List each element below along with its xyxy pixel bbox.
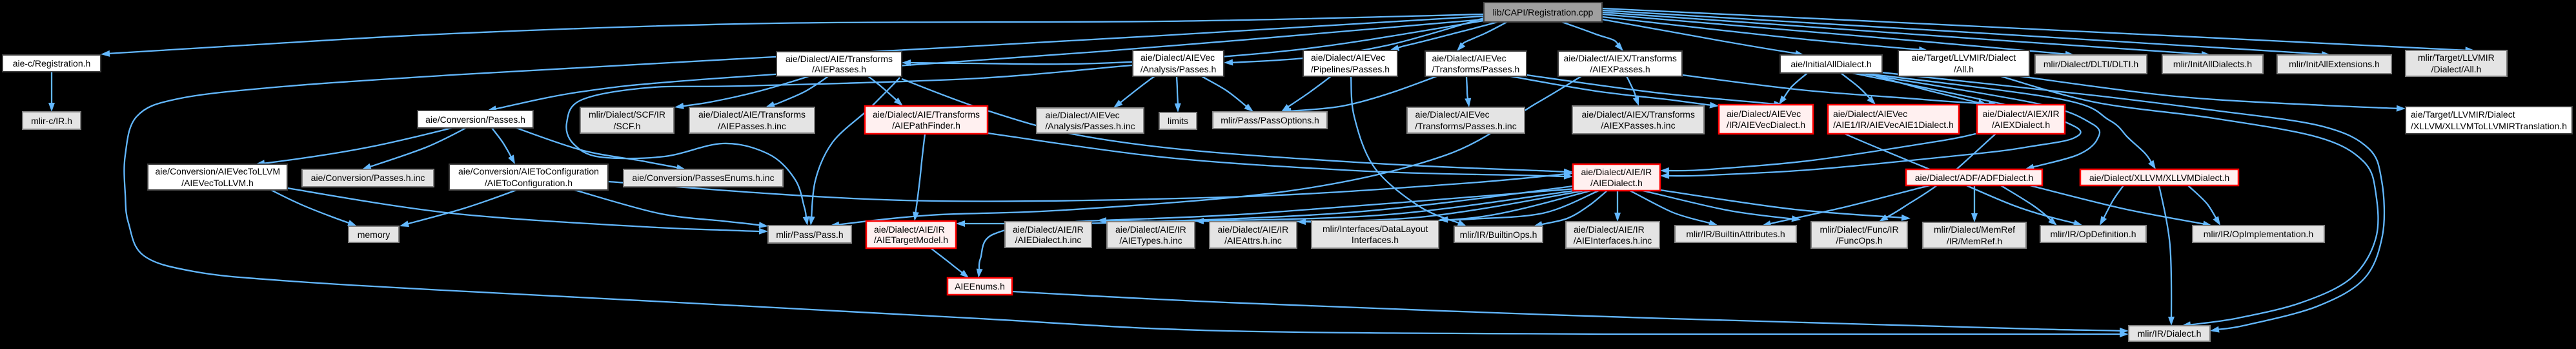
svg-text:/AIEPasses.h: /AIEPasses.h <box>812 64 866 74</box>
svg-text:mlir/IR/BuiltinOps.h: mlir/IR/BuiltinOps.h <box>1460 229 1537 240</box>
svg-text:mlir/IR/OpImplementation.h: mlir/IR/OpImplementation.h <box>2204 229 2313 239</box>
svg-text:mlir/Target/LLVMIR: mlir/Target/LLVMIR <box>2418 52 2495 63</box>
svg-text:/AIEXPasses.h: /AIEXPasses.h <box>1590 64 1650 74</box>
svg-text:mlir/IR/BuiltinAttributes.h: mlir/IR/BuiltinAttributes.h <box>1686 229 1785 239</box>
svg-text:mlir/Dialect/MemRef: mlir/Dialect/MemRef <box>1934 224 2015 235</box>
svg-text:/Transforms/Passes.h: /Transforms/Passes.h <box>1432 64 1520 74</box>
svg-text:/Pipelines/Passes.h: /Pipelines/Passes.h <box>1311 64 1390 74</box>
svg-text:aie/Conversion/AIEVecToLLVM: aie/Conversion/AIEVecToLLVM <box>156 166 281 176</box>
svg-text:/AIEInterfaces.h.inc: /AIEInterfaces.h.inc <box>1574 235 1652 246</box>
svg-text:Interfaces.h: Interfaces.h <box>1352 235 1399 245</box>
svg-text:mlir/Dialect/Func/IR: mlir/Dialect/Func/IR <box>1820 224 1899 235</box>
svg-text:aie/Dialect/AIEVec: aie/Dialect/AIEVec <box>1311 52 1385 63</box>
svg-text:aie/Target/LLVMIR/Dialect: aie/Target/LLVMIR/Dialect <box>1912 52 2016 63</box>
svg-text:aie/Dialect/AIEVec: aie/Dialect/AIEVec <box>1046 110 1120 120</box>
svg-text:aie/Dialect/AIE/Transforms: aie/Dialect/AIE/Transforms <box>873 109 980 120</box>
svg-text:/AIEDialect.h.inc: /AIEDialect.h.inc <box>1015 235 1082 245</box>
svg-text:aie/Conversion/Passes.h.inc: aie/Conversion/Passes.h.inc <box>311 173 425 183</box>
svg-text:/IR/MemRef.h: /IR/MemRef.h <box>1947 236 2002 246</box>
svg-text:aie/Dialect/AIEX/IR: aie/Dialect/AIEX/IR <box>1983 109 2060 119</box>
svg-text:mlir/Pass/Pass.h: mlir/Pass/Pass.h <box>776 229 843 240</box>
svg-text:mlir-c/IR.h: mlir-c/IR.h <box>31 116 72 126</box>
svg-text:aie/Dialect/ADF/ADFDialect.h: aie/Dialect/ADF/ADFDialect.h <box>1915 173 2034 183</box>
svg-text:aie/Dialect/AIE/Transforms: aie/Dialect/AIE/Transforms <box>698 109 806 120</box>
svg-text:/FuncOps.h: /FuncOps.h <box>1836 235 1882 246</box>
svg-text:aie/Dialect/AIEVec: aie/Dialect/AIEVec <box>1727 109 1801 119</box>
svg-text:/AIETypes.h.inc: /AIETypes.h.inc <box>1119 235 1182 246</box>
svg-text:aie/Dialect/AIE/IR: aie/Dialect/AIE/IR <box>1574 224 1645 235</box>
svg-text:/AIETargetModel.h: /AIETargetModel.h <box>874 235 948 245</box>
svg-text:aie/Dialect/AIEVec: aie/Dialect/AIEVec <box>1141 52 1215 63</box>
svg-text:/XLLVM/XLLVMToLLVMIRTranslatio: /XLLVM/XLLVMToLLVMIRTranslation.h <box>2411 121 2567 131</box>
svg-text:aie/Dialect/AIE/IR: aie/Dialect/AIE/IR <box>1115 224 1186 235</box>
svg-text:mlir/IR/OpDefinition.h: mlir/IR/OpDefinition.h <box>2050 229 2136 239</box>
svg-text:/Analysis/Passes.h: /Analysis/Passes.h <box>1141 64 1217 74</box>
svg-text:aie/Dialect/AIE/IR: aie/Dialect/AIE/IR <box>1013 224 1084 235</box>
svg-text:aie/InitialAllDialect.h: aie/InitialAllDialect.h <box>1790 59 1871 69</box>
svg-text:aie/Dialect/AIE/Transforms: aie/Dialect/AIE/Transforms <box>786 54 893 64</box>
svg-text:mlir/InitAllDialects.h: mlir/InitAllDialects.h <box>2173 59 2252 69</box>
svg-text:/AIEPasses.h.inc: /AIEPasses.h.inc <box>718 121 786 131</box>
svg-text:aie/Dialect/AIEVec: aie/Dialect/AIEVec <box>1432 53 1506 63</box>
svg-text:AIEEnums.h: AIEEnums.h <box>955 281 1005 291</box>
svg-text:aie/Dialect/AIEVec: aie/Dialect/AIEVec <box>1415 109 1490 120</box>
svg-text:/AIEPathFinder.h: /AIEPathFinder.h <box>892 120 960 131</box>
svg-text:aie/Dialect/AIE/IR: aie/Dialect/AIE/IR <box>1581 167 1652 177</box>
svg-text:aie/Conversion/PassesEnums.h.i: aie/Conversion/PassesEnums.h.inc <box>632 173 774 183</box>
svg-text:lib/CAPI/Registration.cpp: lib/CAPI/Registration.cpp <box>1493 7 1594 17</box>
svg-text:mlir/Dialect/DLTI/DLTI.h: mlir/Dialect/DLTI/DLTI.h <box>2044 59 2138 69</box>
svg-text:aie/Dialect/AIEVec: aie/Dialect/AIEVec <box>1833 109 1907 119</box>
svg-text:/AIE1/IR/AIEVecAIE1Dialect.h: /AIE1/IR/AIEVecAIE1Dialect.h <box>1833 120 1954 130</box>
svg-text:/AIEXPasses.h.inc: /AIEXPasses.h.inc <box>1601 120 1675 131</box>
svg-text:aie-c/Registration.h: aie-c/Registration.h <box>13 58 91 69</box>
svg-text:/AIEDialect.h: /AIEDialect.h <box>1590 178 1643 188</box>
svg-text:mlir/InitAllExtensions.h: mlir/InitAllExtensions.h <box>2289 59 2380 69</box>
svg-text:/AIEVecToLLVM.h: /AIEVecToLLVM.h <box>181 178 254 188</box>
svg-text:aie/Dialect/AIE/IR: aie/Dialect/AIE/IR <box>874 224 945 235</box>
svg-text:/SCF.h: /SCF.h <box>613 121 640 131</box>
svg-text:/AIEAttrs.h.inc: /AIEAttrs.h.inc <box>1224 235 1282 246</box>
svg-text:mlir/Dialect/SCF/IR: mlir/Dialect/SCF/IR <box>589 109 665 120</box>
svg-text:aie/Dialect/AIE/IR: aie/Dialect/AIE/IR <box>1218 224 1289 235</box>
svg-text:/AIEXDialect.h: /AIEXDialect.h <box>1992 120 2050 130</box>
svg-text:aie/Target/LLVMIR/Dialect: aie/Target/LLVMIR/Dialect <box>2411 109 2515 120</box>
svg-text:/Transforms/Passes.h.inc: /Transforms/Passes.h.inc <box>1415 121 1516 131</box>
svg-text:mlir/Interfaces/DataLayout: mlir/Interfaces/DataLayout <box>1323 224 1428 234</box>
svg-text:/IR/AIEVecDialect.h: /IR/AIEVecDialect.h <box>1727 120 1805 130</box>
svg-text:memory: memory <box>358 229 390 240</box>
svg-text:/Analysis/Passes.h.inc: /Analysis/Passes.h.inc <box>1045 121 1135 131</box>
svg-text:/All.h: /All.h <box>1954 64 1974 74</box>
svg-text:/AIEToConfiguration.h: /AIEToConfiguration.h <box>485 178 573 188</box>
svg-text:aie/Conversion/AIEToConfigurat: aie/Conversion/AIEToConfiguration <box>458 166 599 176</box>
svg-text:aie/Conversion/Passes.h: aie/Conversion/Passes.h <box>425 114 525 125</box>
svg-text:aie/Dialect/AIEX/Transforms: aie/Dialect/AIEX/Transforms <box>1564 53 1677 63</box>
svg-text:/Dialect/All.h: /Dialect/All.h <box>2431 64 2482 74</box>
svg-text:aie/Dialect/AIEX/Transforms: aie/Dialect/AIEX/Transforms <box>1582 109 1695 120</box>
svg-text:aie/Dialect/XLLVM/XLLVMDialect: aie/Dialect/XLLVM/XLLVMDialect.h <box>2089 173 2229 183</box>
svg-text:limits: limits <box>1168 116 1188 126</box>
svg-text:mlir/IR/Dialect.h: mlir/IR/Dialect.h <box>2138 328 2202 339</box>
svg-text:mlir/Pass/PassOptions.h: mlir/Pass/PassOptions.h <box>1221 115 1319 125</box>
